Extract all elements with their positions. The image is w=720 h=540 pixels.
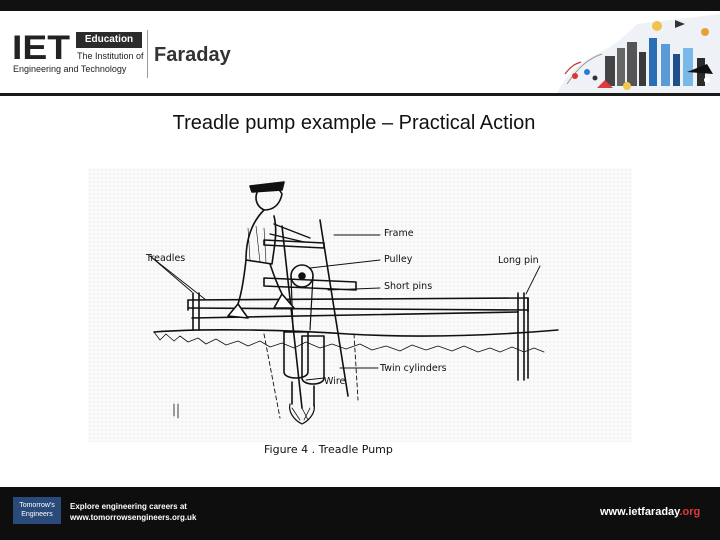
label-wire: Wire [324, 376, 346, 387]
iet-logo: IET [12, 31, 70, 61]
footer-bar [0, 487, 720, 540]
intake-pipe [291, 381, 315, 407]
header-vertical-divider [147, 30, 148, 78]
iet-logo-text: IET [12, 31, 70, 61]
footer-promo-link[interactable]: www.tomorrowsengineers.org.uk [70, 513, 197, 522]
treadle-bar-2 [187, 307, 529, 311]
footer-promo-line1: Explore engineering careers at [70, 502, 187, 511]
slide-title: Treadle pump example – Practical Action [172, 112, 536, 134]
left-post [192, 292, 200, 331]
te-logo-line1: Tomorrow's [19, 502, 55, 509]
label-long-pin: Long pin [498, 255, 539, 266]
footer-promo: Explore engineering careers at www.tomor… [70, 501, 196, 523]
frame-crossbar [263, 239, 325, 249]
label-frame: Frame [384, 228, 414, 239]
header-divider [0, 93, 720, 96]
figure-background [88, 168, 632, 442]
treadle-pump-illustration: Treadles Frame Pulley Long pin Short pin… [145, 181, 559, 425]
cylinder-1 [283, 331, 309, 379]
footer-website-link[interactable]: www.ietfaraday.org [600, 506, 700, 518]
label-treadles: Treadles [145, 253, 185, 264]
science-collage-graphic [557, 14, 720, 93]
label-pulley: Pulley [384, 254, 413, 265]
figure-caption: Figure 4 . Treadle Pump [264, 443, 393, 456]
te-logo-line2: Engineers [21, 511, 53, 518]
treadle-bar-1 [187, 297, 529, 301]
ground-line [153, 329, 559, 337]
education-badge: Education [76, 32, 142, 48]
tomorrows-engineers-logo: Tomorrow's Engineers [13, 497, 61, 524]
footer-url-suffix: .org [679, 506, 701, 518]
footer-url-main: www.ietfaraday [600, 506, 680, 518]
top-bar [0, 0, 720, 11]
frame-post-right [319, 219, 349, 397]
pulley-beam [263, 277, 357, 291]
label-short-pins: Short pins [384, 281, 432, 292]
label-twin-cylinders: Twin cylinders [379, 363, 447, 374]
right-post-a [517, 292, 525, 381]
faraday-brand: Faraday [154, 44, 231, 66]
institution-name-line1: The Institution of [77, 51, 144, 61]
institution-name-line2: Engineering and Technology [13, 64, 127, 74]
